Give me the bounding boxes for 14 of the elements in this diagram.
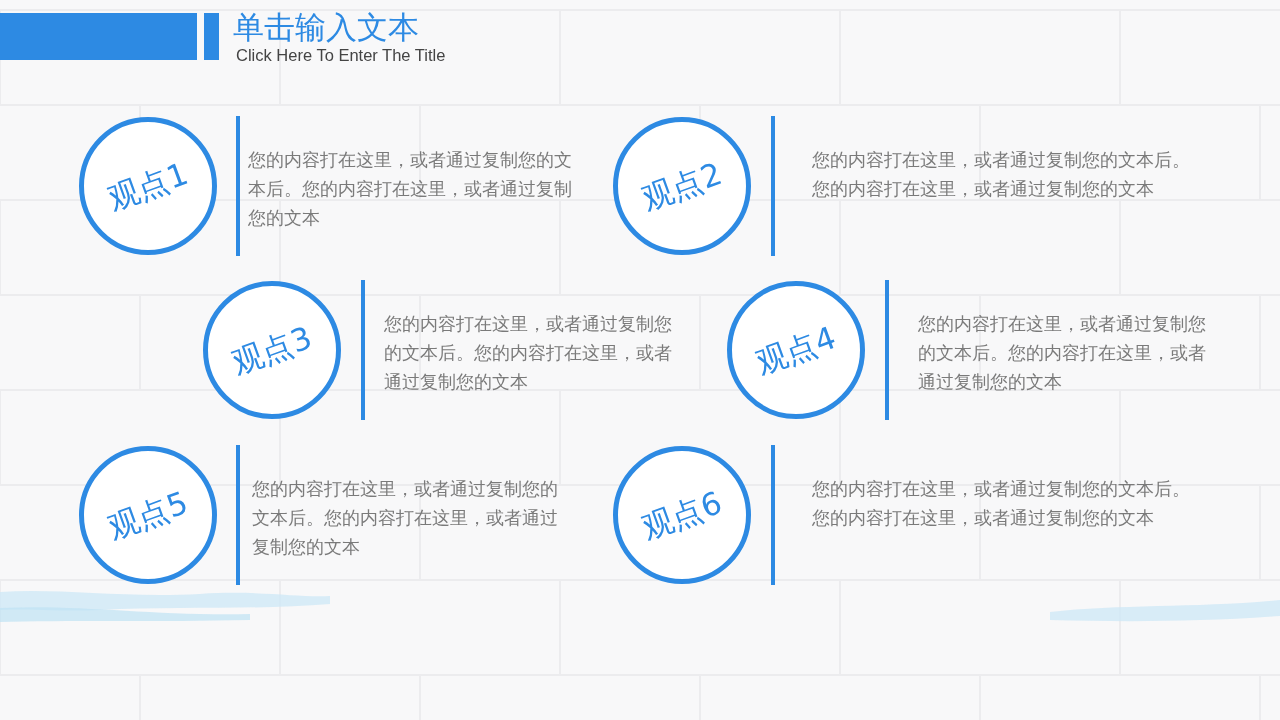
viewpoint-label: 观点2 [637,156,727,216]
description-text: 您的内容打在这里，或者通过复制您的文本后。您的内容打在这里，或者通过复制您的文本 [248,149,573,230]
viewpoint-label: 观点3 [227,320,317,380]
viewpoint-label: 观点6 [637,485,727,545]
viewpoint-label: 观点1 [103,156,193,216]
description-text: 您的内容打在这里，或者通过复制您的文本后。您的内容打在这里，或者通过复制您的文本 [384,313,673,394]
viewpoint-label: 观点4 [751,320,841,380]
description-text: 您的内容打在这里，或者通过复制您的文本后。您的内容打在这里，或者通过复制您的文本 [812,478,1191,530]
description-text: 您的内容打在这里，或者通过复制您的文本后。您的内容打在这里，或者通过复制您的文本 [812,149,1191,201]
description-text: 您的内容打在这里，或者通过复制您的文本后。您的内容打在这里，或者通过复制您的文本 [252,478,559,559]
slide-subtitle: Click Here To Enter The Title [236,45,446,66]
description-text: 您的内容打在这里，或者通过复制您的文本后。您的内容打在这里，或者通过复制您的文本 [918,313,1207,394]
slide-title: 单击输入文本 [233,8,419,46]
viewpoint-label: 观点5 [103,485,193,545]
